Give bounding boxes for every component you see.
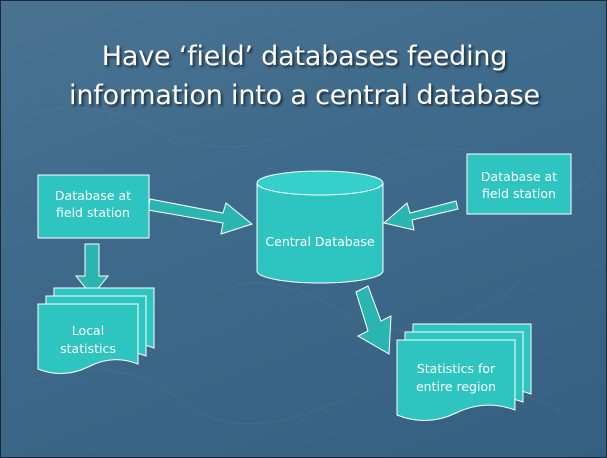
arrow-field-to-local-stats xyxy=(74,243,110,297)
field-database-right-line1: Database at xyxy=(481,169,557,184)
slide-title-line-1: Have ‘field’ databases feeding xyxy=(101,41,508,72)
central-database-label: Central Database xyxy=(265,234,374,249)
central-database-cylinder: Central Database xyxy=(256,170,384,284)
field-database-left-line2: field station xyxy=(56,205,130,220)
slide-title-line-2: information into a central database xyxy=(69,80,540,111)
arrow-right-field-to-central xyxy=(382,200,459,231)
local-statistics-line1: Local xyxy=(72,323,104,338)
field-database-left: Database at field station xyxy=(37,174,150,239)
field-database-right-line2: field station xyxy=(482,186,556,201)
region-statistics-line1: Statistics for xyxy=(417,361,496,376)
region-statistics-documents: Statistics for entire region xyxy=(396,323,532,421)
field-database-right: Database at field station xyxy=(466,153,572,215)
arrow-left-field-to-central xyxy=(147,198,254,235)
local-statistics-line2: statistics xyxy=(60,341,116,356)
field-database-left-line1: Database at xyxy=(55,188,131,203)
region-statistics-line2: entire region xyxy=(416,379,496,394)
arrow-central-to-region-stats xyxy=(355,285,392,355)
local-statistics-documents: Local statistics xyxy=(37,287,155,374)
